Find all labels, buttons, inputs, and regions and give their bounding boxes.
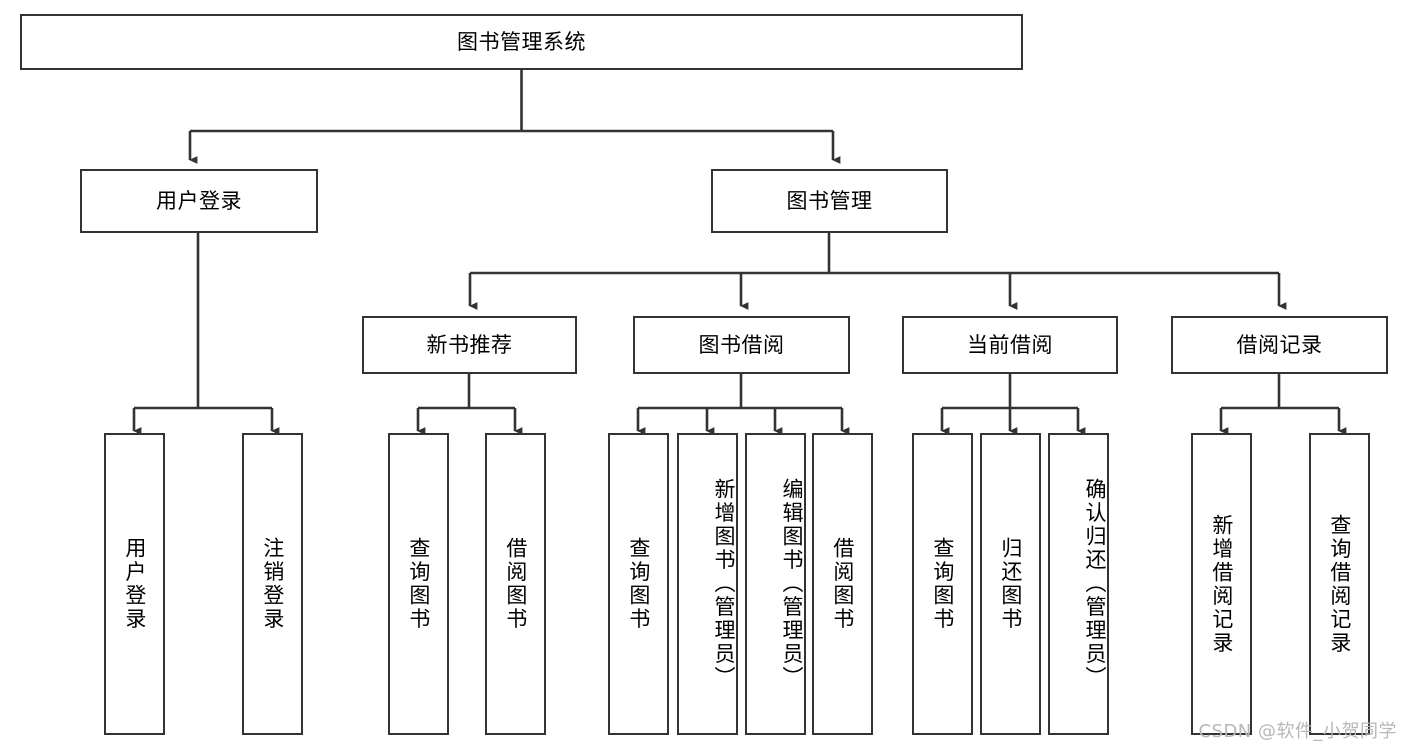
node-current-borrow-label: 当前借阅 bbox=[967, 332, 1053, 357]
leaf-book-borrow-lend-label: 借阅图书 bbox=[830, 537, 855, 631]
leaf-new-book-query-label: 查询图书 bbox=[406, 537, 431, 631]
node-book-borrow[interactable]: 图书借阅 bbox=[633, 316, 850, 374]
leaf-user-login-signin-label: 用户登录 bbox=[122, 537, 147, 631]
leaf-book-borrow-edit[interactable]: 编辑图书（管理员） bbox=[745, 433, 806, 735]
node-book-management[interactable]: 图书管理 bbox=[711, 169, 948, 233]
node-book-management-label: 图书管理 bbox=[786, 188, 873, 213]
node-root[interactable]: 图书管理系统 bbox=[20, 14, 1023, 70]
leaf-new-book-borrow-label: 借阅图书 bbox=[503, 537, 528, 631]
node-book-borrow-label: 图书借阅 bbox=[698, 332, 785, 357]
node-user-login[interactable]: 用户登录 bbox=[80, 169, 318, 233]
node-borrow-record-label: 借阅记录 bbox=[1236, 332, 1323, 357]
leaf-book-borrow-edit-label: 编辑图书（管理员） bbox=[780, 478, 804, 690]
node-new-book-recommend[interactable]: 新书推荐 bbox=[362, 316, 577, 374]
leaf-book-borrow-query-label: 查询图书 bbox=[626, 537, 651, 631]
node-user-login-label: 用户登录 bbox=[156, 188, 242, 213]
leaf-borrow-record-query-label: 查询借阅记录 bbox=[1327, 513, 1352, 655]
leaf-borrow-record-add[interactable]: 新增借阅记录 bbox=[1191, 433, 1252, 735]
leaf-new-book-query[interactable]: 查询图书 bbox=[388, 433, 449, 735]
leaf-current-borrow-return[interactable]: 归还图书 bbox=[980, 433, 1041, 735]
leaf-current-borrow-return-label: 归还图书 bbox=[998, 537, 1023, 631]
node-new-book-recommend-label: 新书推荐 bbox=[426, 332, 513, 357]
leaf-current-borrow-query[interactable]: 查询图书 bbox=[912, 433, 973, 735]
leaf-book-borrow-lend[interactable]: 借阅图书 bbox=[812, 433, 873, 735]
leaf-book-borrow-query[interactable]: 查询图书 bbox=[608, 433, 669, 735]
leaf-user-login-signout[interactable]: 注销登录 bbox=[242, 433, 303, 735]
leaf-book-borrow-add-label: 新增图书（管理员） bbox=[712, 478, 736, 690]
leaf-borrow-record-query[interactable]: 查询借阅记录 bbox=[1309, 433, 1370, 735]
leaf-user-login-signin[interactable]: 用户登录 bbox=[104, 433, 165, 735]
node-root-label: 图书管理系统 bbox=[457, 29, 586, 54]
leaf-user-login-signout-label: 注销登录 bbox=[260, 537, 285, 631]
leaf-new-book-borrow[interactable]: 借阅图书 bbox=[485, 433, 546, 735]
leaf-book-borrow-add[interactable]: 新增图书（管理员） bbox=[677, 433, 738, 735]
leaf-current-borrow-confirm-label: 确认归还（管理员） bbox=[1083, 478, 1107, 690]
leaf-borrow-record-add-label: 新增借阅记录 bbox=[1209, 513, 1234, 655]
watermark: CSDN @软件_小贺同学 bbox=[1198, 721, 1397, 742]
leaf-current-borrow-query-label: 查询图书 bbox=[930, 537, 955, 631]
leaf-current-borrow-confirm[interactable]: 确认归还（管理员） bbox=[1048, 433, 1109, 735]
node-current-borrow[interactable]: 当前借阅 bbox=[902, 316, 1118, 374]
node-borrow-record[interactable]: 借阅记录 bbox=[1171, 316, 1388, 374]
